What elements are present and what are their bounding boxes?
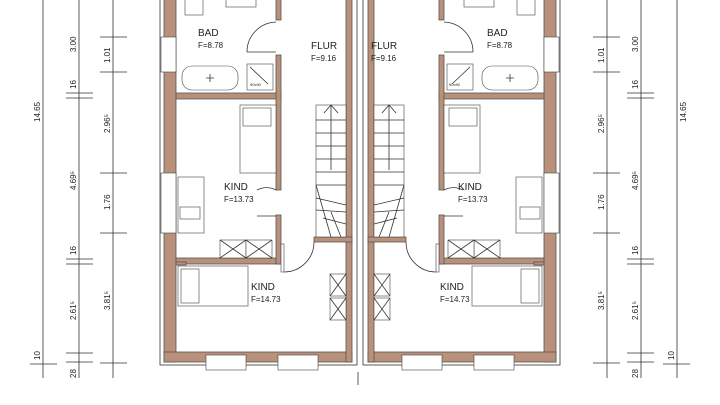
dim-label: 16: [69, 80, 78, 89]
room-name-bad: BAD: [198, 28, 219, 39]
dim-label: 16: [69, 246, 78, 255]
room-name-kind: KIND: [224, 182, 248, 193]
dim-label: 28: [631, 369, 640, 378]
dim-label: 3.00: [631, 36, 640, 52]
room-name-bad: BAD: [487, 28, 508, 39]
room-area-bad: F=8.78: [487, 41, 513, 50]
room-area-kind: F=13.73: [458, 195, 488, 204]
dim-label: 1.01: [597, 47, 606, 63]
dim-label: 1.01: [103, 47, 112, 63]
dim-total: 14.65: [679, 101, 688, 122]
room-area-kind: F=14.73: [251, 295, 281, 304]
dim-label: 1.76: [597, 194, 606, 210]
shower-size: 90x90: [250, 82, 262, 87]
dim-label: 3.81⁵: [597, 291, 606, 310]
dim-label: 4.69⁵: [631, 171, 640, 190]
dim-label: 16: [631, 80, 640, 89]
dim-label: 1.76: [103, 194, 112, 210]
dim-label: 2.61⁵: [69, 301, 78, 320]
room-area-flur: F=9.16: [371, 54, 397, 63]
dim-label: 2.61⁵: [631, 301, 640, 320]
dim-label: 10: [667, 351, 676, 360]
dim-label: 16: [631, 246, 640, 255]
room-area-kind: F=13.73: [224, 195, 254, 204]
shower-size: 90x90: [449, 82, 461, 87]
room-name-flur: FLUR: [371, 41, 397, 52]
room-name-kind: KIND: [440, 282, 464, 293]
dim-label: 10: [33, 351, 42, 360]
room-area-kind: F=14.73: [440, 295, 470, 304]
right-unit: [362, 0, 691, 379]
room-name-kind: KIND: [251, 282, 275, 293]
dim-label: 4.69⁵: [69, 171, 78, 190]
dim-label: 3.81⁵: [103, 291, 112, 310]
dim-label: 2.96⁵: [103, 114, 112, 133]
dim-total: 14.65: [33, 101, 42, 122]
dim-label: 28: [69, 369, 78, 378]
room-area-flur: F=9.16: [311, 54, 337, 63]
room-name-flur: FLUR: [311, 41, 337, 52]
dim-label: 2.96⁵: [597, 114, 606, 133]
left-unit: [29, 0, 358, 379]
room-area-bad: F=8.78: [198, 41, 224, 50]
dim-label: 3.00: [69, 36, 78, 52]
room-name-kind: KIND: [458, 182, 482, 193]
